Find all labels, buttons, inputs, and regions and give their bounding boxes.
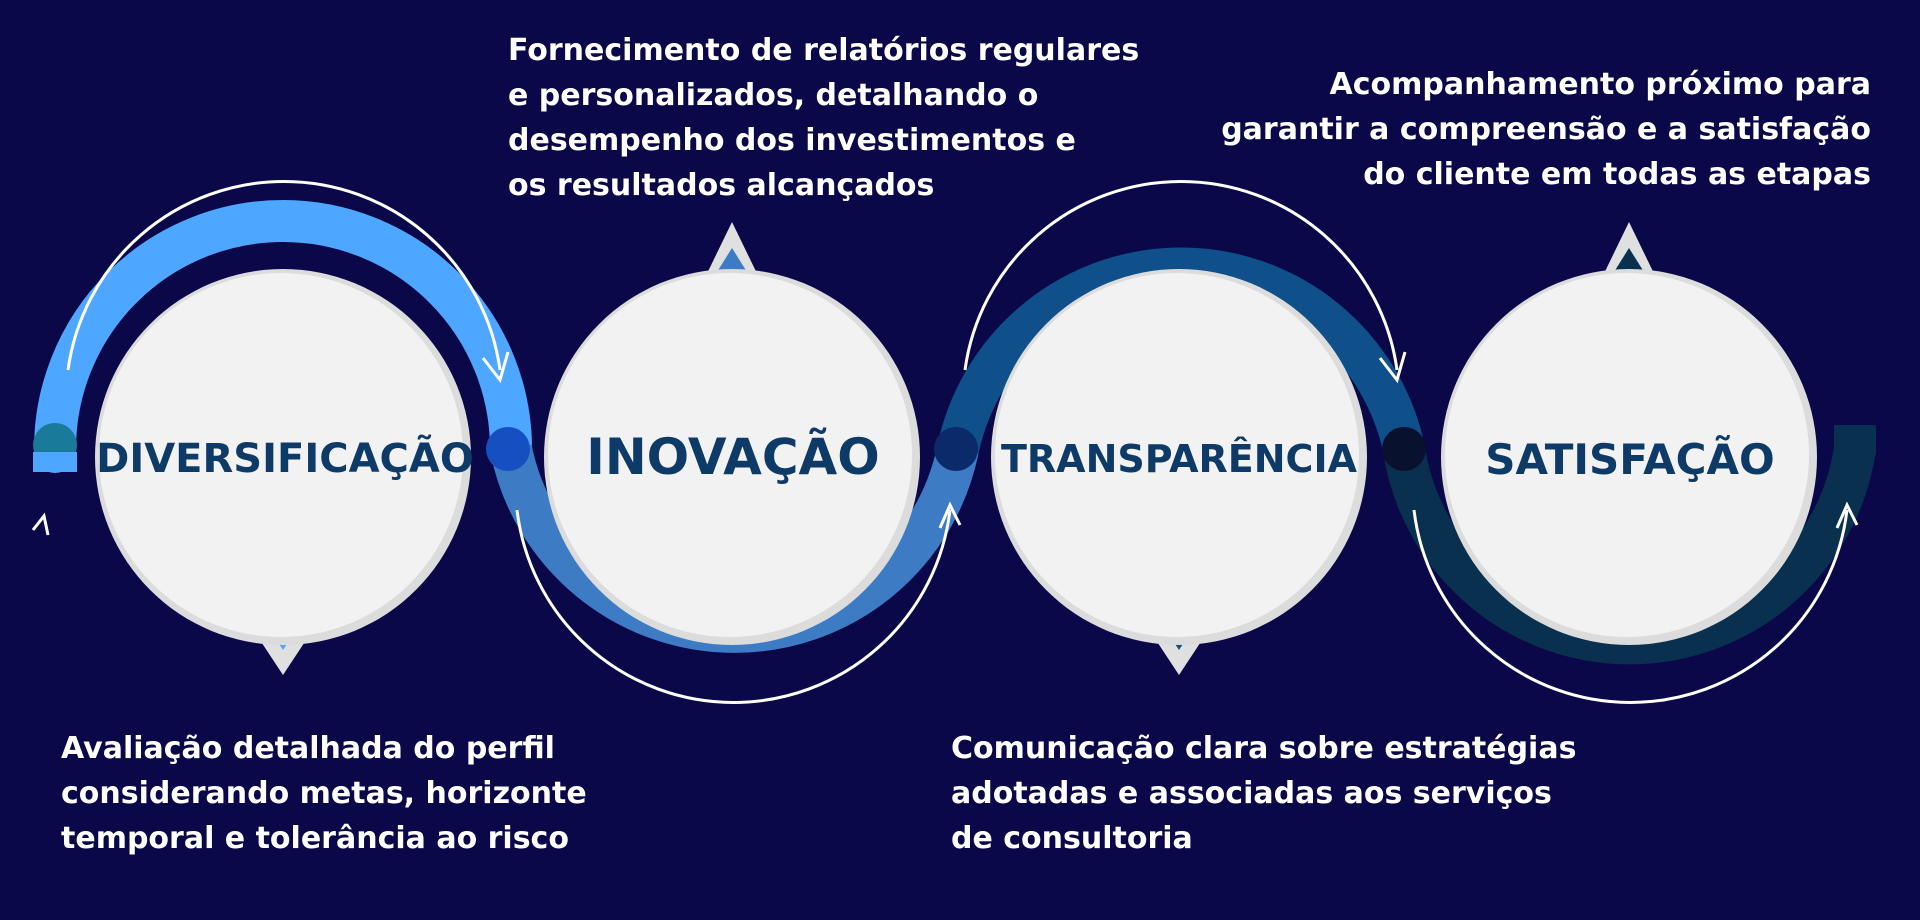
circle-inovacao: [548, 273, 912, 637]
junction-dot-3: [934, 427, 978, 471]
step-label-transparencia: TRANSPARÊNCIA: [1001, 437, 1358, 481]
step-circles: [95, 269, 1817, 645]
arc-transparencia: [937, 247, 1425, 454]
description-line: Acompanhamento próximo para: [1329, 67, 1872, 102]
description-line: os resultados alcançados: [508, 168, 935, 203]
arrow-head-3: [1378, 351, 1407, 384]
description-line: desempenho dos investimentos e: [508, 123, 1076, 158]
description-line: do cliente em todas as etapas: [1363, 157, 1871, 192]
pointer-triangle-2: [717, 248, 747, 272]
arrow-line-3: [963, 180, 1399, 371]
description-satisfacao: Acompanhamento próximo para garantir a c…: [1221, 62, 1871, 197]
description-diversificacao: Avaliação detalhada do perfil consideran…: [61, 726, 587, 861]
description-line: de consultoria: [951, 821, 1193, 856]
arc-diversificacao: [34, 200, 532, 450]
description-inovacao: Fornecimento de relatórios regulares e p…: [508, 28, 1139, 208]
flow-arrows: [31, 180, 1859, 704]
circle-transparencia: [995, 273, 1359, 637]
description-line: adotadas e associadas aos serviços: [951, 776, 1552, 811]
step-label-diversificacao: DIVERSIFICAÇÃO: [96, 433, 474, 482]
description-line: considerando metas, horizonte: [61, 776, 587, 811]
description-line: e personalizados, detalhando o: [508, 78, 1039, 113]
arrow-line-2: [515, 509, 952, 704]
junction-dot-4: [1382, 427, 1426, 471]
description-transparencia: Comunicação clara sobre estratégias adot…: [951, 726, 1576, 861]
step-label-satisfacao: SATISFAÇÃO: [1485, 434, 1774, 484]
junction-dot-2: [486, 427, 530, 471]
arrow-line-4: [1412, 509, 1849, 704]
circle-satisfacao: [1445, 273, 1809, 637]
arrow-line-1: [66, 180, 502, 371]
pointer-triangle-4: [1614, 248, 1644, 272]
description-line: Fornecimento de relatórios regulares: [508, 33, 1140, 68]
arrow-stub: [31, 512, 50, 536]
description-line: Avaliação detalhada do perfil: [61, 731, 555, 766]
arrow-head-1: [481, 351, 510, 384]
description-line: temporal e tolerância ao risco: [61, 821, 569, 856]
arrow-head-2: [938, 501, 962, 529]
arrow-head-4: [1835, 501, 1859, 529]
description-line: garantir a compreensão e a satisfação: [1221, 112, 1871, 147]
circle-diversificacao: [99, 273, 463, 637]
description-line: Comunicação clara sobre estratégias: [951, 731, 1577, 766]
arc-end-cap: [1834, 426, 1876, 468]
step-label-inovacao: INOVAÇÃO: [586, 427, 880, 486]
